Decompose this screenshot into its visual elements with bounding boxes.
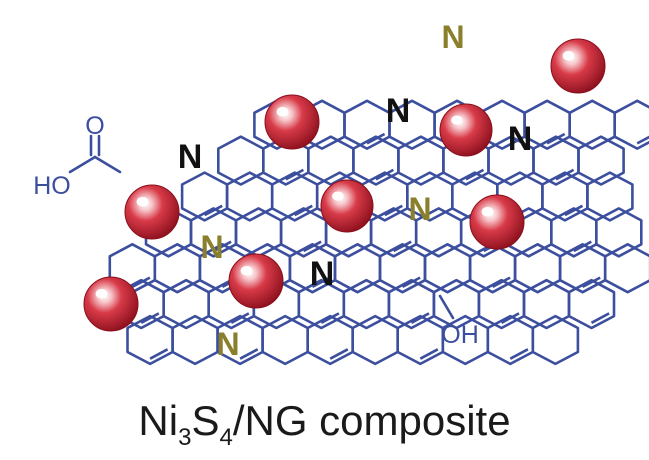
- caption-s: S: [191, 397, 220, 444]
- double-bond: [131, 276, 151, 289]
- hexagon-ring: [586, 171, 634, 222]
- ni3s4-particles: [83, 38, 606, 332]
- double-bond: [285, 168, 305, 181]
- double-bond: [384, 204, 403, 217]
- hexagon-ring: [577, 135, 625, 186]
- nitrogen-label-black: N: [310, 255, 335, 293]
- double-bond: [294, 204, 313, 217]
- nitrogen-label-olive: N: [408, 191, 431, 227]
- double-bond: [546, 132, 566, 145]
- nitrogen-label-olive: N: [441, 19, 464, 55]
- hexagon-ring: [613, 99, 649, 150]
- hexagon-ring: [567, 278, 616, 330]
- caption-ni: Ni: [138, 397, 179, 444]
- double-bond: [203, 204, 223, 217]
- hexagon-ring: [531, 314, 580, 366]
- red-sphere-icon: [550, 38, 606, 94]
- double-bond: [636, 135, 649, 145]
- red-sphere-icon: [228, 253, 284, 309]
- double-bond: [590, 312, 610, 324]
- red-sphere-icon: [469, 194, 525, 250]
- cooh-c-oh-bond: [68, 155, 97, 174]
- nitrogen-label-black: N: [508, 120, 533, 158]
- double-bond: [140, 312, 160, 324]
- double-bond: [500, 312, 520, 324]
- red-sphere-icon: [124, 184, 180, 240]
- double-bond: [320, 312, 340, 324]
- nitrogen-label-olive: N: [216, 326, 239, 362]
- red-sphere-icon: [439, 103, 493, 157]
- nitrogen-label-black: N: [386, 92, 411, 130]
- double-bond: [555, 168, 575, 181]
- double-bond: [581, 276, 601, 289]
- carboxyl-oxygen-label: O: [85, 112, 104, 140]
- double-bond: [392, 240, 412, 253]
- nitrogen-label-black: N: [178, 138, 203, 176]
- double-bond: [375, 168, 395, 181]
- carboxyl-hydroxyl-label: HO: [33, 172, 71, 200]
- double-bond: [212, 240, 232, 253]
- double-bond: [491, 276, 511, 289]
- red-sphere-icon: [83, 276, 139, 332]
- caption-rest: /NG composite: [232, 397, 511, 444]
- double-bond: [465, 168, 485, 181]
- double-bond: [509, 348, 529, 360]
- oh-bond: [438, 294, 455, 320]
- double-bond: [311, 276, 331, 289]
- double-bond: [401, 276, 421, 289]
- double-bond: [149, 348, 169, 360]
- cooh-c-bond: [93, 155, 122, 174]
- functional-group-bonds: [68, 134, 455, 320]
- red-sphere-icon: [320, 179, 374, 233]
- graphene-lattice: [108, 99, 649, 366]
- double-bond: [230, 312, 250, 324]
- double-bond: [366, 132, 386, 145]
- double-bond: [419, 348, 439, 360]
- hexagon-ring: [594, 207, 643, 258]
- double-bond: [302, 240, 322, 253]
- double-bond: [329, 348, 349, 360]
- nitrogen-label-olive: N: [200, 229, 223, 265]
- figure-caption: Ni3S4/NG composite: [0, 396, 649, 450]
- caption-sub-3: 3: [178, 424, 192, 451]
- double-bond: [564, 204, 584, 217]
- double-bond: [410, 312, 430, 324]
- hexagon-ring: [603, 243, 649, 294]
- caption-sub-4: 4: [219, 424, 233, 451]
- double-bond: [239, 348, 259, 360]
- red-sphere-icon: [264, 94, 320, 150]
- hydroxyl-label: OH: [441, 321, 479, 349]
- double-bond: [573, 240, 592, 253]
